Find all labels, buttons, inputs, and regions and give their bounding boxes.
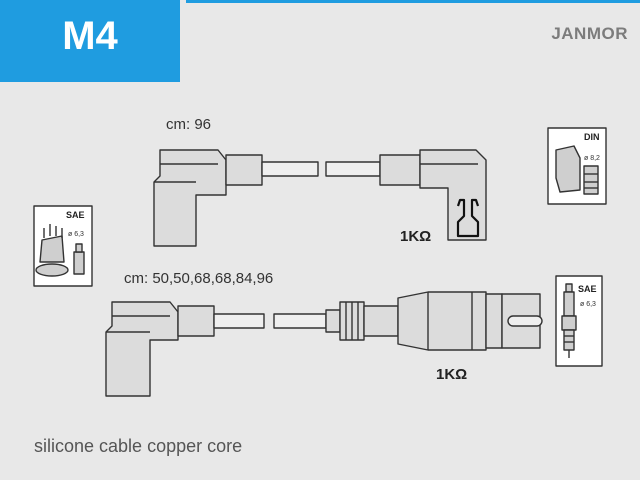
coil-icon <box>547 127 607 205</box>
distributor-standard: SAE <box>66 210 85 220</box>
bottom-lead-left-boot <box>105 301 179 397</box>
top-lead-cable-b <box>325 161 381 177</box>
bottom-lead-left-sleeve <box>177 305 215 337</box>
header-badge <box>0 0 180 82</box>
top-lead-right-sleeve <box>379 154 421 186</box>
plug-diameter: ø 6,3 <box>580 301 596 308</box>
top-lead-cable-a <box>261 161 319 177</box>
coil-standard: DIN <box>584 132 600 142</box>
bottom-lead-lengths: cm: 50,50,68,68,84,96 <box>124 270 274 287</box>
top-lead-length: cm: 96 <box>166 116 212 133</box>
top-lead-left-sleeve <box>225 154 263 186</box>
bottom-lead-body <box>363 305 399 337</box>
bottom-lead-ferrule <box>325 309 341 333</box>
bottom-lead-end-coupling <box>485 293 503 349</box>
spark-plug-icon <box>555 275 603 367</box>
bottom-lead-cap <box>397 291 487 351</box>
coil-diameter: ø 8,2 <box>584 155 600 162</box>
top-lead-left-boot <box>153 149 227 247</box>
bottom-lead-cable-a <box>213 313 265 329</box>
distributor-icon <box>33 205 93 287</box>
header-rule <box>186 0 640 3</box>
bottom-lead <box>105 291 543 397</box>
cable-description: silicone cable copper core <box>34 436 243 456</box>
bottom-lead-cable-b <box>273 313 327 329</box>
bottom-lead-resistance: 1KΩ <box>436 366 468 383</box>
top-lead-terminal-clip <box>456 198 480 238</box>
top-lead-right-boot <box>419 149 487 241</box>
plug-standard: SAE <box>578 284 597 294</box>
top-lead-resistance: 1KΩ <box>400 228 432 245</box>
brand-name: JANMOR <box>551 24 628 43</box>
model-code: M4 <box>62 14 118 58</box>
top-lead <box>153 149 487 247</box>
distributor-diameter: ø 6,3 <box>68 231 84 238</box>
